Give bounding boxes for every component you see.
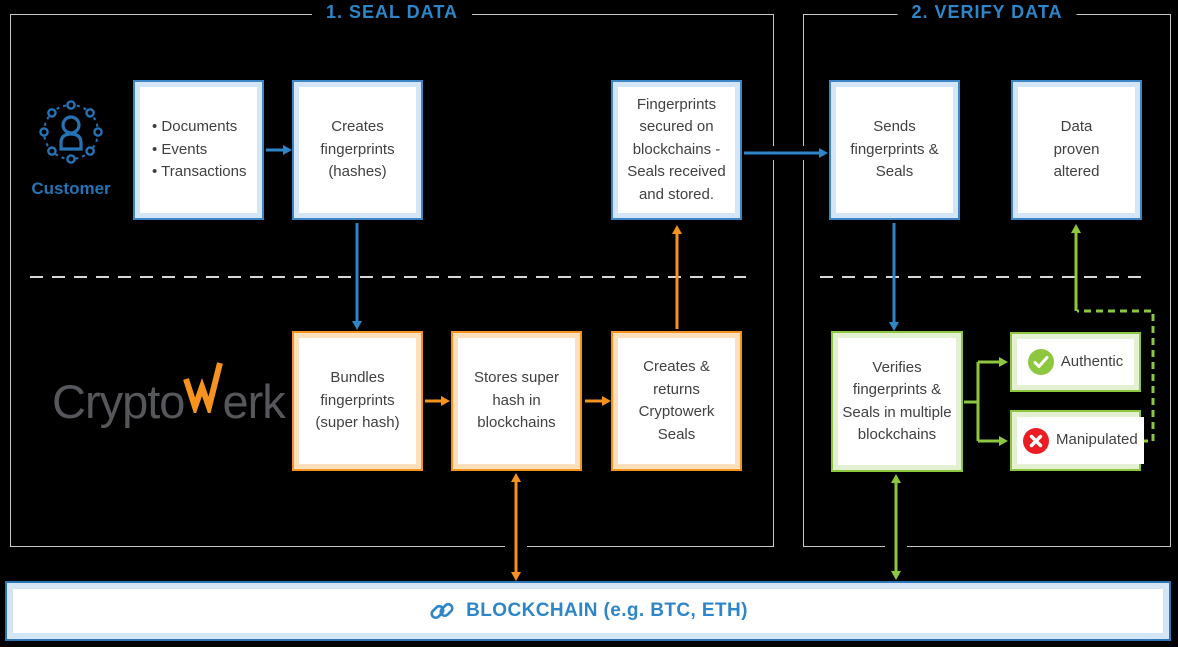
section-verify-data: 2. VERIFY DATA [803, 2, 1171, 547]
customer-label: Customer [31, 179, 111, 198]
section-verify-title: 2. VERIFY DATA [897, 2, 1077, 23]
orange-arrows [425, 225, 682, 581]
cryptowerk-logo: Crypto erk [52, 362, 286, 428]
input-item: Events [152, 139, 207, 162]
box-stores-super-hash: Stores super hash in blockchains [451, 331, 582, 471]
section-seal-data: 1. SEAL DATA [10, 2, 774, 547]
customer-network-icon [39, 100, 103, 164]
chain-link-icon [430, 602, 454, 620]
logo-text-pre: Crypto [52, 375, 185, 428]
section-seal-title: 1. SEAL DATA [311, 2, 473, 23]
box-sends-fingerprints: Sends fingerprints & Seals [829, 80, 960, 220]
input-item: Transactions [152, 161, 246, 184]
logo-w-icon [183, 362, 224, 425]
blue-arrows [266, 145, 899, 331]
manipulated-label: Manipulated [1056, 431, 1138, 449]
box-verifies-fingerprints: Verifies fingerprints & Seals in multipl… [831, 331, 963, 472]
box-creates-fingerprints: Creates fingerprints (hashes) [292, 80, 423, 220]
box-creates-returns-seals: Creates & returns Cryptowerk Seals [611, 331, 742, 471]
customer-actor: Customer [14, 96, 128, 199]
logo-text-post: erk [222, 375, 285, 428]
blockchain-bar: BLOCKCHAIN (e.g. BTC, ETH) [5, 581, 1171, 641]
input-item: Documents [152, 116, 237, 139]
green-arrows [891, 224, 1155, 580]
box-fingerprints-secured: Fingerprints secured on blockchains - Se… [611, 80, 742, 220]
authentic-label: Authentic [1060, 352, 1124, 370]
box-manipulated: Manipulated [1010, 410, 1144, 471]
box-authentic: Authentic [1010, 332, 1141, 392]
box-bundles-fingerprints: Bundles fingerprints (super hash) [292, 331, 423, 471]
cross-icon [1023, 427, 1049, 454]
check-icon [1027, 349, 1054, 375]
manipulated-feedback-dashed-line [1077, 309, 1155, 443]
blockchain-label: BLOCKCHAIN (e.g. BTC, ETH) [466, 600, 748, 621]
box-customer-inputs: Documents Events Transactions [133, 80, 264, 220]
box-data-proven-altered: Data proven altered [1011, 80, 1142, 220]
